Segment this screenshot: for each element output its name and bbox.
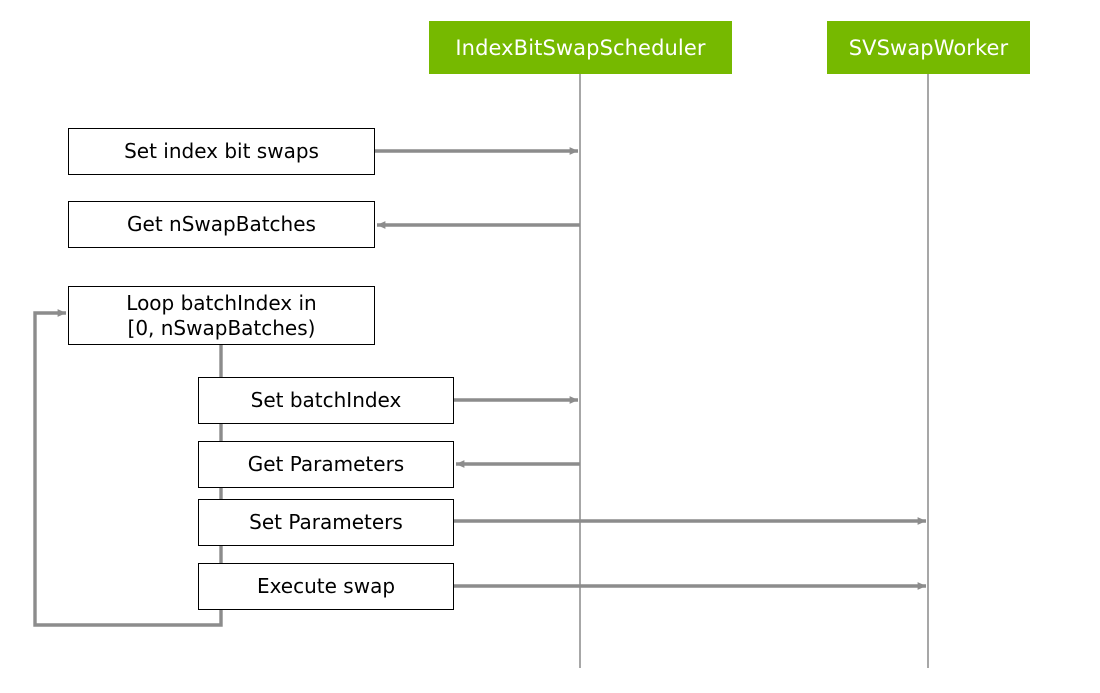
message-label-loop-batchindex-line2: [0, nSwapBatches)	[127, 315, 316, 340]
message-box-get-nswapbatches[interactable]: Get nSwapBatches	[68, 201, 375, 248]
message-box-set-index-bit-swaps[interactable]: Set index bit swaps	[68, 128, 375, 175]
message-arrows-group	[375, 147, 927, 590]
loop-back-connector	[33, 309, 223, 627]
message-box-set-batchindex[interactable]: Set batchIndex	[198, 377, 454, 424]
participant-header-svswap-worker[interactable]: SVSwapWorker	[827, 21, 1030, 74]
message-box-get-parameters[interactable]: Get Parameters	[198, 441, 454, 488]
participant-header-index-bit-swap-scheduler[interactable]: IndexBitSwapScheduler	[429, 21, 732, 74]
participant-label-index-bit-swap-scheduler: IndexBitSwapScheduler	[455, 35, 706, 60]
message-label-set-index-bit-swaps: Set index bit swaps	[124, 139, 319, 164]
message-label-get-nswapbatches: Get nSwapBatches	[127, 212, 316, 237]
message-box-loop-batchindex[interactable]: Loop batchIndex in [0, nSwapBatches)	[68, 286, 375, 345]
message-label-get-parameters: Get Parameters	[247, 452, 405, 477]
message-label-execute-swap: Execute swap	[256, 574, 396, 599]
message-label-set-batchindex: Set batchIndex	[250, 388, 402, 413]
message-box-execute-swap[interactable]: Execute swap	[198, 563, 454, 610]
lifelines-group	[579, 74, 929, 668]
message-label-set-parameters: Set Parameters	[249, 510, 403, 535]
message-label-loop-batchindex-line1: Loop batchIndex in	[126, 290, 317, 315]
participant-label-svswap-worker: SVSwapWorker	[848, 35, 1009, 60]
message-box-set-parameters[interactable]: Set Parameters	[198, 499, 454, 546]
